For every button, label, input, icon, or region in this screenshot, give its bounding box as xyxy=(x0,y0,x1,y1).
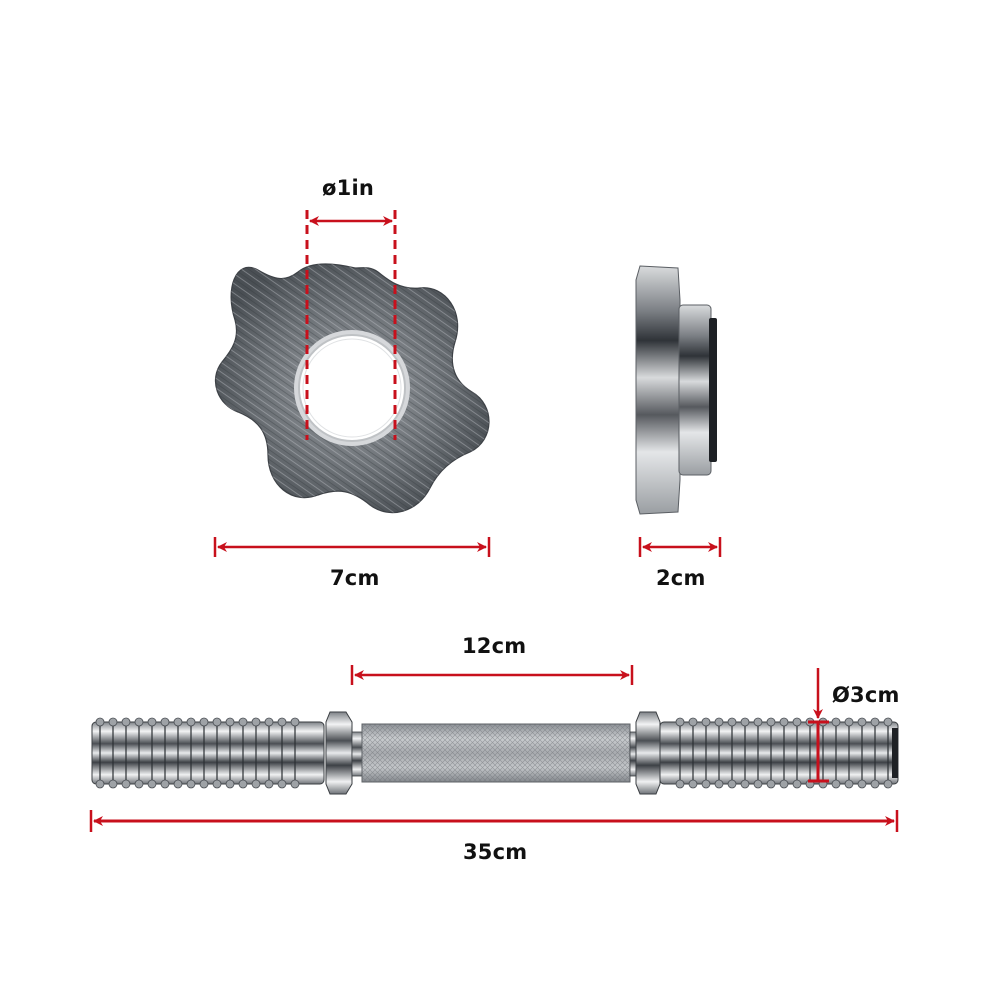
collar-thickness-label: 2cm xyxy=(656,566,706,590)
bar-diameter-label: Ø3cm xyxy=(832,683,900,707)
star-collar-front-view xyxy=(214,263,490,514)
handle-length-dimension xyxy=(350,665,634,685)
total-length-dimension xyxy=(89,810,899,832)
inner-diameter-label: ø1in xyxy=(322,176,374,200)
dumbbell-bar xyxy=(91,711,899,795)
inner-diameter-dimension xyxy=(305,210,397,440)
bar-diameter-dimension xyxy=(808,668,829,783)
total-length-label: 35cm xyxy=(463,840,528,864)
right-collar-stop xyxy=(635,711,661,795)
collar-width-dimension xyxy=(213,537,491,557)
collar-side-view xyxy=(635,265,717,515)
collar-thickness-dimension xyxy=(638,537,722,557)
handle-length-label: 12cm xyxy=(462,634,527,658)
collar-width-label: 7cm xyxy=(330,566,380,590)
left-collar-stop xyxy=(325,711,353,795)
